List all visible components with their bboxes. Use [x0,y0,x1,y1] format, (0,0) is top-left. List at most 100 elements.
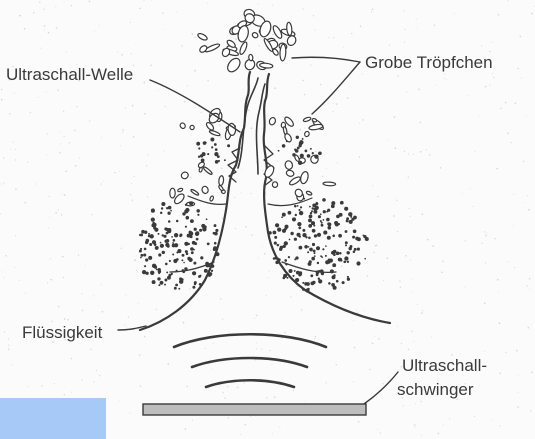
paper-speck [527,195,528,196]
mist-dot [277,244,280,247]
droplet [190,125,194,129]
paper-speck [194,70,196,72]
paper-speck [304,94,305,95]
paper-speck [258,45,259,46]
paper-speck [491,42,492,43]
mist-dot [277,258,279,260]
mist-dot [305,288,309,292]
mist-dot [167,276,171,280]
paper-speck [212,369,213,370]
paper-speck [60,144,61,145]
paper-speck [387,140,388,141]
paper-speck [261,349,262,350]
paper-speck [333,37,334,38]
mist-dot [207,243,210,246]
paper-speck [147,196,148,197]
paper-speck [529,289,530,290]
paper-speck [440,167,442,169]
paper-speck [223,392,224,393]
paper-speck [405,255,407,257]
paper-speck [347,97,349,99]
paper-speck [397,231,398,232]
mist-dot [179,277,182,280]
paper-speck [207,3,208,4]
mist-dot [303,198,305,200]
paper-speck [404,151,405,152]
droplet [284,133,293,143]
mist-dot [199,229,202,232]
paper-speck [147,154,148,155]
paper-speck [48,228,49,229]
paper-speck [313,15,314,16]
mist-dot [285,263,287,265]
paper-speck [258,258,259,259]
mist-dot [158,253,161,256]
paper-speck [210,249,211,250]
paper-speck [343,47,344,48]
wave-arc-3 [206,380,294,387]
paper-speck [528,327,530,329]
mist-dot [292,275,294,277]
mist-dot [353,251,356,254]
mist-dot [336,251,340,255]
paper-speck [413,341,414,342]
paper-speck [66,51,67,52]
paper-speck [513,194,514,195]
mist-dot [174,287,177,290]
mist-dot [311,257,315,261]
mist-dot [280,246,283,249]
paper-speck [475,151,476,152]
mist-dot [166,232,169,235]
paper-speck [183,322,185,324]
paper-speck [492,73,493,74]
mist-dot [186,253,189,256]
paper-speck [93,295,94,296]
paper-speck [518,375,519,376]
paper-speck [427,239,429,241]
paper-speck [378,338,380,340]
mist-dot [344,207,348,211]
paper-speck [3,277,4,278]
mist-dot [292,217,296,221]
paper-speck [530,410,531,411]
droplet [203,166,213,175]
paper-speck [489,85,490,86]
paper-speck [56,27,58,29]
mist-dot [318,279,322,283]
mist-dot [190,247,194,251]
mist-dot [347,261,349,263]
paper-speck [470,188,471,189]
mist-dot [160,242,162,244]
paper-speck [15,235,16,236]
paper-speck [282,138,283,139]
mist-dot [353,229,357,233]
mist-dot [161,207,163,209]
paper-speck [351,227,352,228]
mist-dot [194,228,197,231]
droplet [225,56,242,74]
paper-speck [63,136,64,137]
paper-speck [400,287,401,288]
mist-dot [145,258,148,261]
mist-dot [206,218,208,220]
paper-speck [130,194,131,195]
mist-dot [161,202,165,206]
mist-dot [151,209,155,213]
droplet [197,32,208,41]
mist-dot [227,144,230,147]
paper-speck [272,34,273,35]
mist-dot [167,212,170,215]
mist-dot [189,201,193,205]
paper-speck [514,267,515,268]
paper-speck [120,145,121,146]
mist-dot [357,248,360,251]
mist-dot [313,210,317,214]
paper-speck [245,226,247,228]
paper-speck [144,336,146,338]
paper-speck [518,68,519,69]
paper-speck [438,433,440,435]
paper-speck [523,160,525,162]
paper-speck [258,4,259,5]
paper-speck [484,231,485,232]
paper-speck [131,53,132,54]
